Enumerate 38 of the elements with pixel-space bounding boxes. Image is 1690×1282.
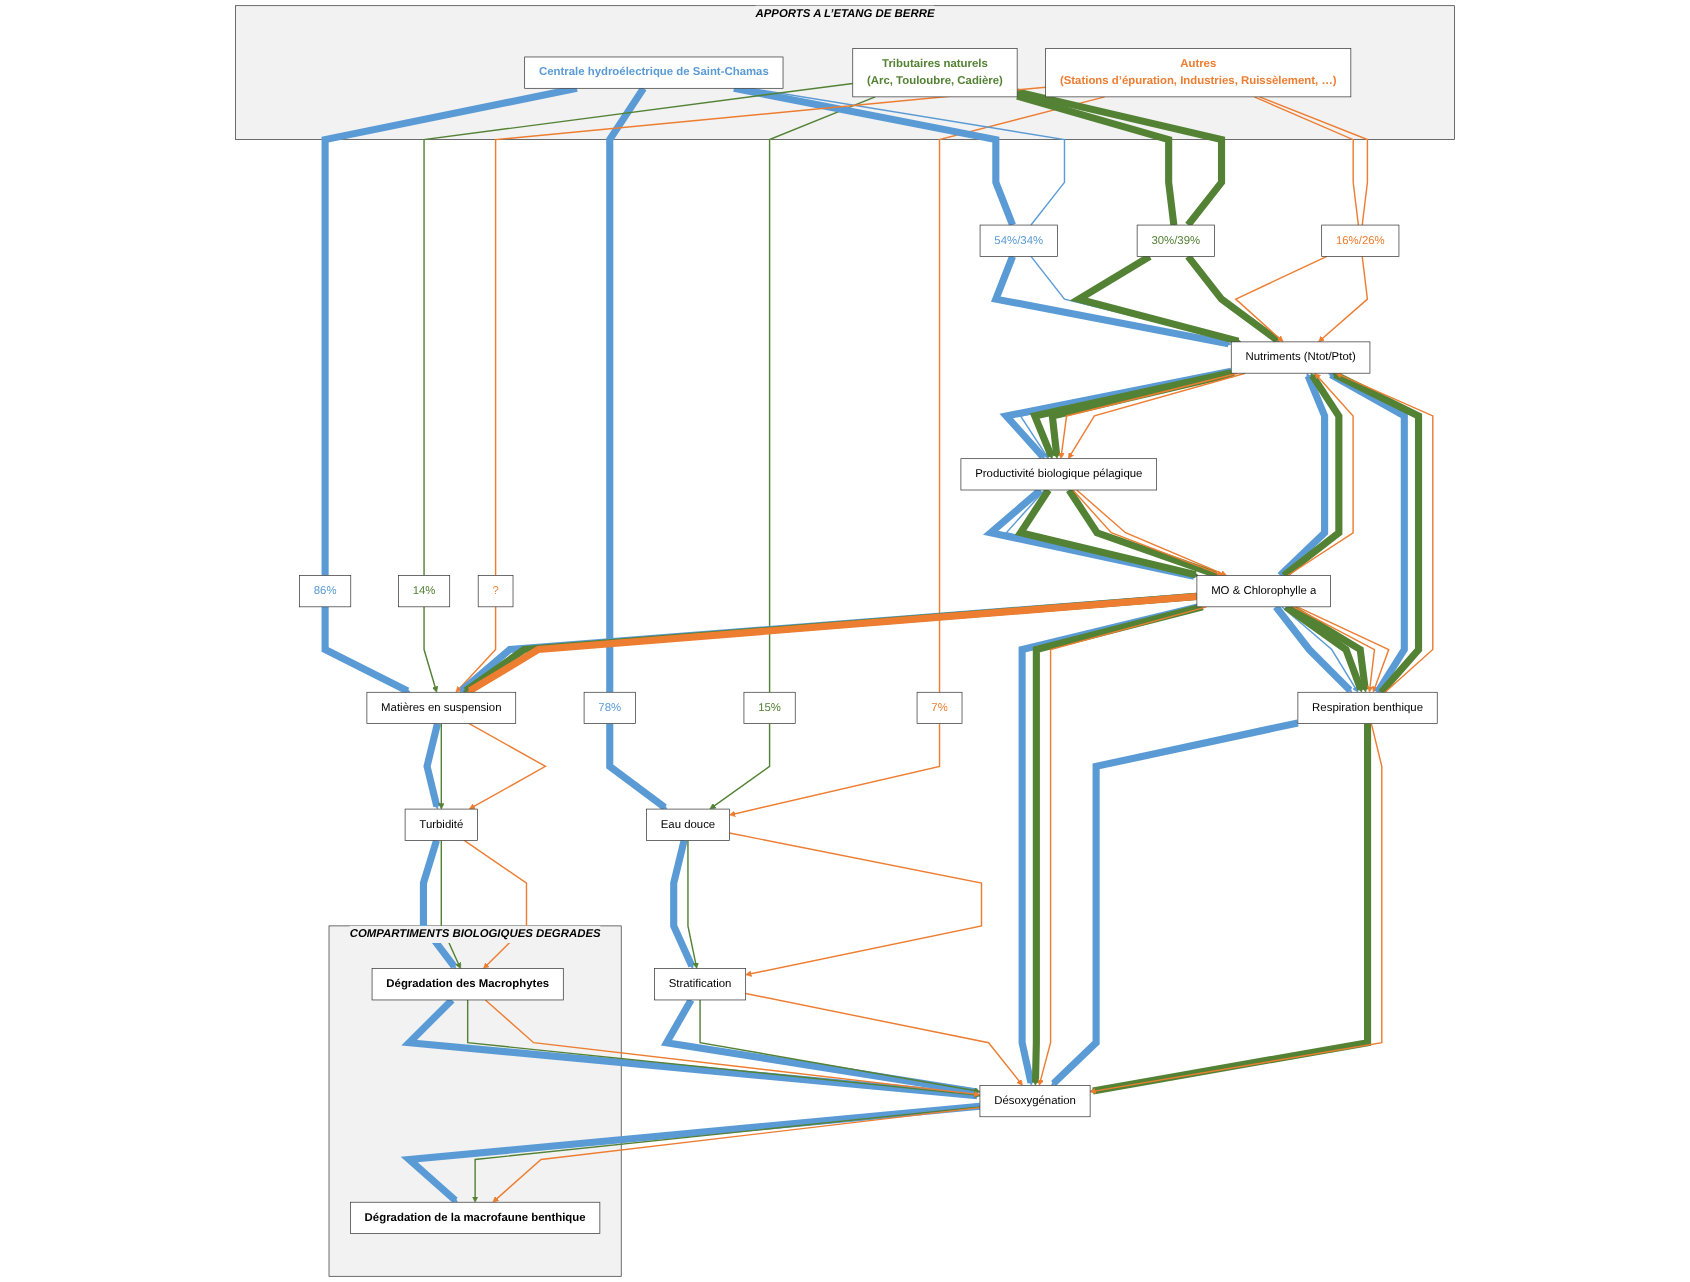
connector [423,82,854,577]
arrow [1277,372,1329,579]
connector [321,84,578,576]
arrow [1328,371,1408,695]
connector [1016,92,1178,226]
arrow [419,839,457,969]
arrow [606,723,668,811]
arrow [455,606,497,693]
connector [938,96,1106,693]
arrow [744,992,1023,1086]
arrow [1051,719,1299,1087]
arrow [1185,254,1280,344]
arrow [463,839,528,969]
arrow [709,722,771,810]
arrow [321,606,411,695]
connector [494,86,1047,577]
arrow [729,722,941,817]
arrow [1234,255,1328,343]
connector [606,86,647,693]
arrow [423,606,439,693]
arrow [468,722,547,810]
connector [768,96,876,693]
arrow [687,839,699,969]
arrow [438,722,445,810]
arrow [1296,606,1390,693]
arrow [670,839,696,969]
arrow [1069,253,1242,345]
arrow [1281,372,1343,579]
arrow [1286,372,1354,577]
arrow [728,832,983,977]
arrow [1318,255,1369,343]
arrow [400,1102,981,1203]
connector [733,84,1016,227]
arrow [1335,372,1434,693]
arrow [423,722,441,810]
arrow [990,255,1232,348]
connector [1016,88,1226,228]
arrow [1331,371,1423,695]
